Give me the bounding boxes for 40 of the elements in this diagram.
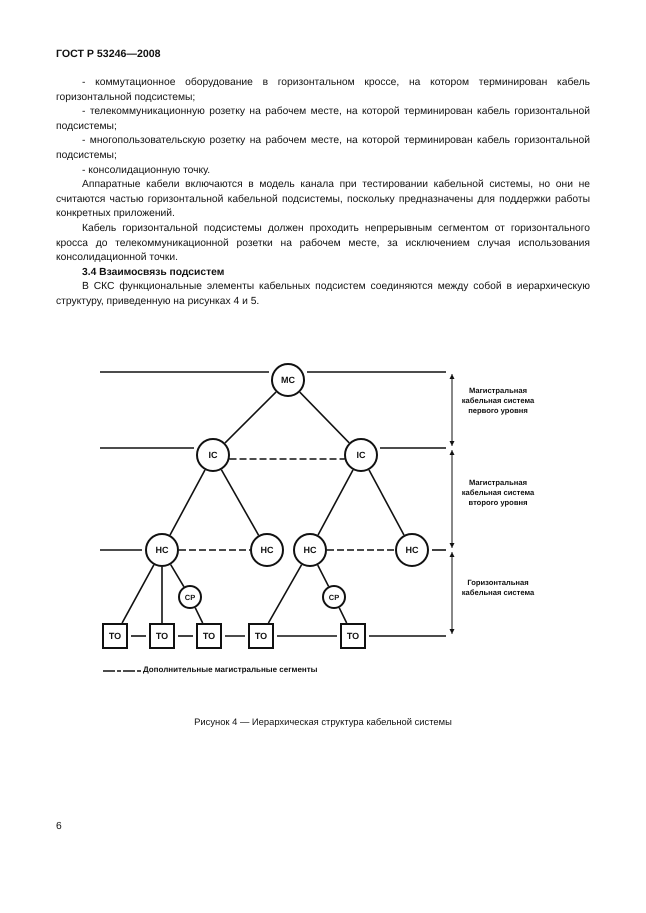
- connector-line: [299, 392, 350, 444]
- outlet-box: TO: [340, 623, 366, 649]
- page-number: 6: [56, 821, 62, 832]
- legend-text: Дополнительные магистральные сегменты: [143, 665, 318, 674]
- connector-line: [161, 567, 163, 623]
- connector-line: [268, 564, 302, 624]
- connector-line: [220, 469, 260, 536]
- connector-line: [170, 564, 185, 588]
- node-circle: IC: [344, 438, 378, 472]
- dashed-connector: [179, 549, 250, 551]
- connector-line: [317, 564, 330, 587]
- node-circle: IC: [196, 438, 230, 472]
- document-header: ГОСТ Р 53246—2008: [56, 48, 161, 60]
- outlet-box: TO: [102, 623, 128, 649]
- connector-line: [121, 564, 155, 624]
- connector-line: [368, 470, 405, 536]
- connector-line: [224, 391, 277, 444]
- node-circle: HC: [145, 533, 179, 567]
- body-paragraph: Аппаратные кабели включаются в модель канала при тестировании кабельной системы, но они не считаются частью горизонтальной кабельной подсистемы, поскольку предназначены для поддержки работы конкретных приложений.: [56, 178, 590, 222]
- body-paragraph: - коммутационное оборудование в горизонтальном кроссе, на котором терминирован кабель горизонтальной подсистемы;: [56, 76, 590, 105]
- outlet-box: TO: [149, 623, 175, 649]
- body-paragraph: - консолидационную точку.: [81, 164, 212, 178]
- node-circle: HC: [395, 533, 429, 567]
- connector-line: [194, 607, 204, 624]
- node-circle: HC: [250, 533, 284, 567]
- section-heading: 3.4 Взаимосвязь подсистем: [81, 266, 226, 280]
- connector-line: [317, 470, 354, 536]
- dashed-connector: [327, 549, 395, 551]
- connector-line: [169, 470, 206, 536]
- node-circle: MC: [271, 363, 305, 397]
- figure-caption: Рисунок 4 — Иерархическая структура кабельной системы: [193, 716, 453, 727]
- body-paragraph: В СКС функциональные элементы кабельных подсистем соединяются между собой в иерархическую структуру, приведенную на рисунках 4 и 5.: [56, 280, 590, 309]
- body-paragraph: - телекоммуникационную розетку на рабочем месте, на которой терминирован кабель горизонтальной подсистемы;: [56, 105, 590, 134]
- body-paragraph: - многопользовательскую розетку на рабочем месте, на которой терминирован кабель горизонтальной подсистемы;: [56, 134, 590, 163]
- node-circle: HC: [293, 533, 327, 567]
- connector-line: [338, 607, 348, 624]
- outlet-box: TO: [248, 623, 274, 649]
- outlet-box: TO: [196, 623, 222, 649]
- dashed-connector: [230, 458, 344, 460]
- body-paragraph: Кабель горизонтальной подсистемы должен проходить непрерывным сегментом от горизонтального кросса до телекоммуникационной розетки на рабочем месте, за исключением случая использования консолидационной точки.: [56, 222, 590, 266]
